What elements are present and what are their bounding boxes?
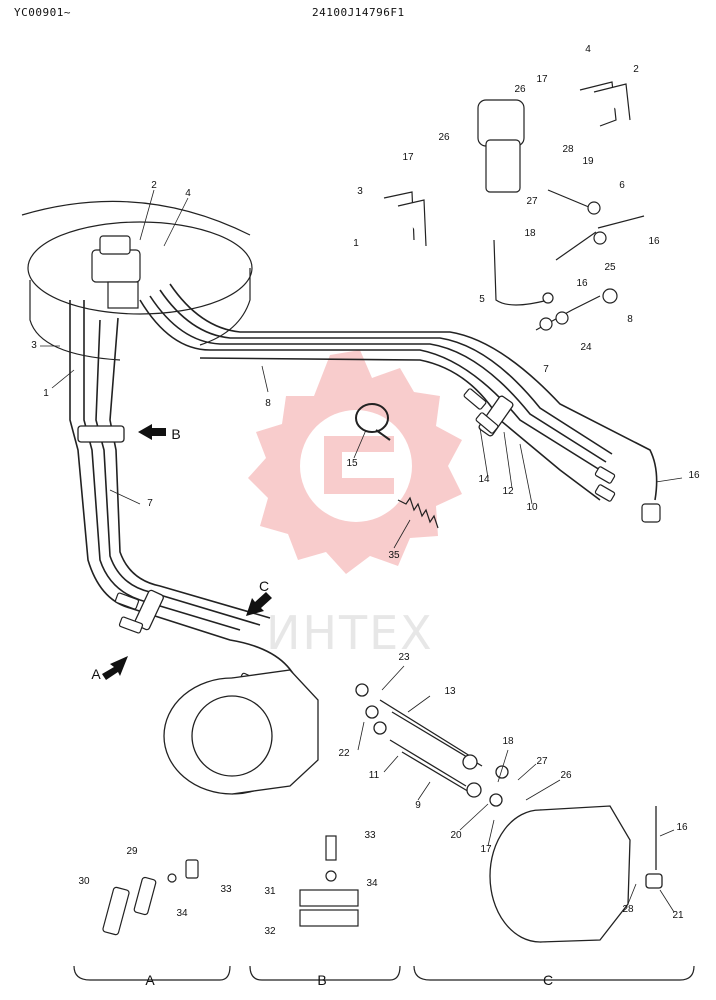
lower-right-hoses bbox=[355, 683, 509, 807]
callout: 11 bbox=[368, 770, 380, 781]
callout: 30 bbox=[78, 876, 90, 887]
callout: 33 bbox=[364, 830, 376, 841]
arrow-b bbox=[138, 424, 166, 440]
clamp-band-15 bbox=[355, 403, 391, 441]
travel-motor-main bbox=[163, 669, 319, 795]
callout: 34 bbox=[366, 878, 378, 889]
watermark-text: ИНТЕХ bbox=[266, 606, 434, 660]
callout: 26 bbox=[438, 132, 450, 143]
callout: 6 bbox=[619, 180, 625, 191]
callout: 25 bbox=[604, 262, 616, 273]
callout: 9 bbox=[415, 800, 421, 811]
callout: 4 bbox=[585, 44, 591, 55]
callout: 16 bbox=[688, 470, 700, 481]
callout: 27 bbox=[536, 756, 548, 767]
callout: 21 bbox=[672, 910, 684, 921]
section-label-c: C bbox=[542, 972, 554, 988]
callout: 34 bbox=[176, 908, 188, 919]
callout: 23 bbox=[398, 652, 410, 663]
upper-right-details bbox=[383, 81, 645, 331]
view-marker-b: B bbox=[171, 426, 181, 442]
callout: 26 bbox=[560, 770, 572, 781]
view-arrows bbox=[102, 424, 272, 680]
callout: 4 bbox=[185, 188, 191, 199]
callout: 16 bbox=[676, 822, 688, 833]
callout: 14 bbox=[478, 474, 490, 485]
callout: 35 bbox=[388, 550, 400, 561]
section-label-a: A bbox=[145, 972, 155, 988]
spring-35 bbox=[397, 496, 439, 529]
view-marker-c: C bbox=[258, 578, 270, 594]
callout: 3 bbox=[357, 186, 363, 197]
callout: 5 bbox=[479, 294, 485, 305]
callout: 18 bbox=[524, 228, 536, 239]
arrow-c bbox=[246, 592, 272, 616]
callout: 10 bbox=[526, 502, 538, 513]
callout: 13 bbox=[444, 686, 456, 697]
callout: 16 bbox=[576, 278, 588, 289]
callout: 8 bbox=[627, 314, 633, 325]
section-brackets bbox=[73, 965, 695, 981]
bottom-detail-b bbox=[299, 835, 359, 927]
callout: 2 bbox=[151, 180, 157, 191]
callout: 1 bbox=[43, 388, 49, 399]
callout: 19 bbox=[582, 156, 594, 167]
callout: 16 bbox=[648, 236, 660, 247]
view-marker-a: A bbox=[91, 666, 101, 682]
callout: 24 bbox=[580, 342, 592, 353]
callout: 18 bbox=[502, 736, 514, 747]
callout: 29 bbox=[126, 846, 138, 857]
callout: 12 bbox=[502, 486, 514, 497]
callout: 15 bbox=[346, 458, 358, 469]
callout: 17 bbox=[536, 74, 548, 85]
callout: 20 bbox=[450, 830, 462, 841]
lower-right-motor bbox=[489, 805, 663, 943]
watermark-gear bbox=[248, 350, 462, 574]
callout: 8 bbox=[265, 398, 271, 409]
callout: 28 bbox=[562, 144, 574, 155]
leader-lines bbox=[40, 189, 683, 913]
callout: 17 bbox=[480, 844, 492, 855]
callout: 3 bbox=[31, 340, 37, 351]
clamp-b bbox=[77, 425, 125, 443]
callout: 33 bbox=[220, 884, 232, 895]
callout: 2 bbox=[633, 64, 639, 75]
model-code: YC00901~ bbox=[14, 6, 71, 19]
callout: 26 bbox=[514, 84, 526, 95]
callout: 7 bbox=[543, 364, 549, 375]
callout: 27 bbox=[526, 196, 538, 207]
pump-body bbox=[91, 235, 141, 309]
drawing-number: 24100J14796F1 bbox=[312, 6, 405, 19]
bottom-detail-a bbox=[102, 859, 199, 936]
callout: 22 bbox=[338, 748, 350, 759]
section-label-b: B bbox=[317, 972, 327, 988]
callout: 1 bbox=[353, 238, 359, 249]
callout: 31 bbox=[264, 886, 276, 897]
arrow-a bbox=[102, 656, 128, 680]
callout: 7 bbox=[147, 498, 153, 509]
callout: 17 bbox=[402, 152, 414, 163]
callout: 28 bbox=[622, 904, 634, 915]
callout: 32 bbox=[264, 926, 276, 937]
